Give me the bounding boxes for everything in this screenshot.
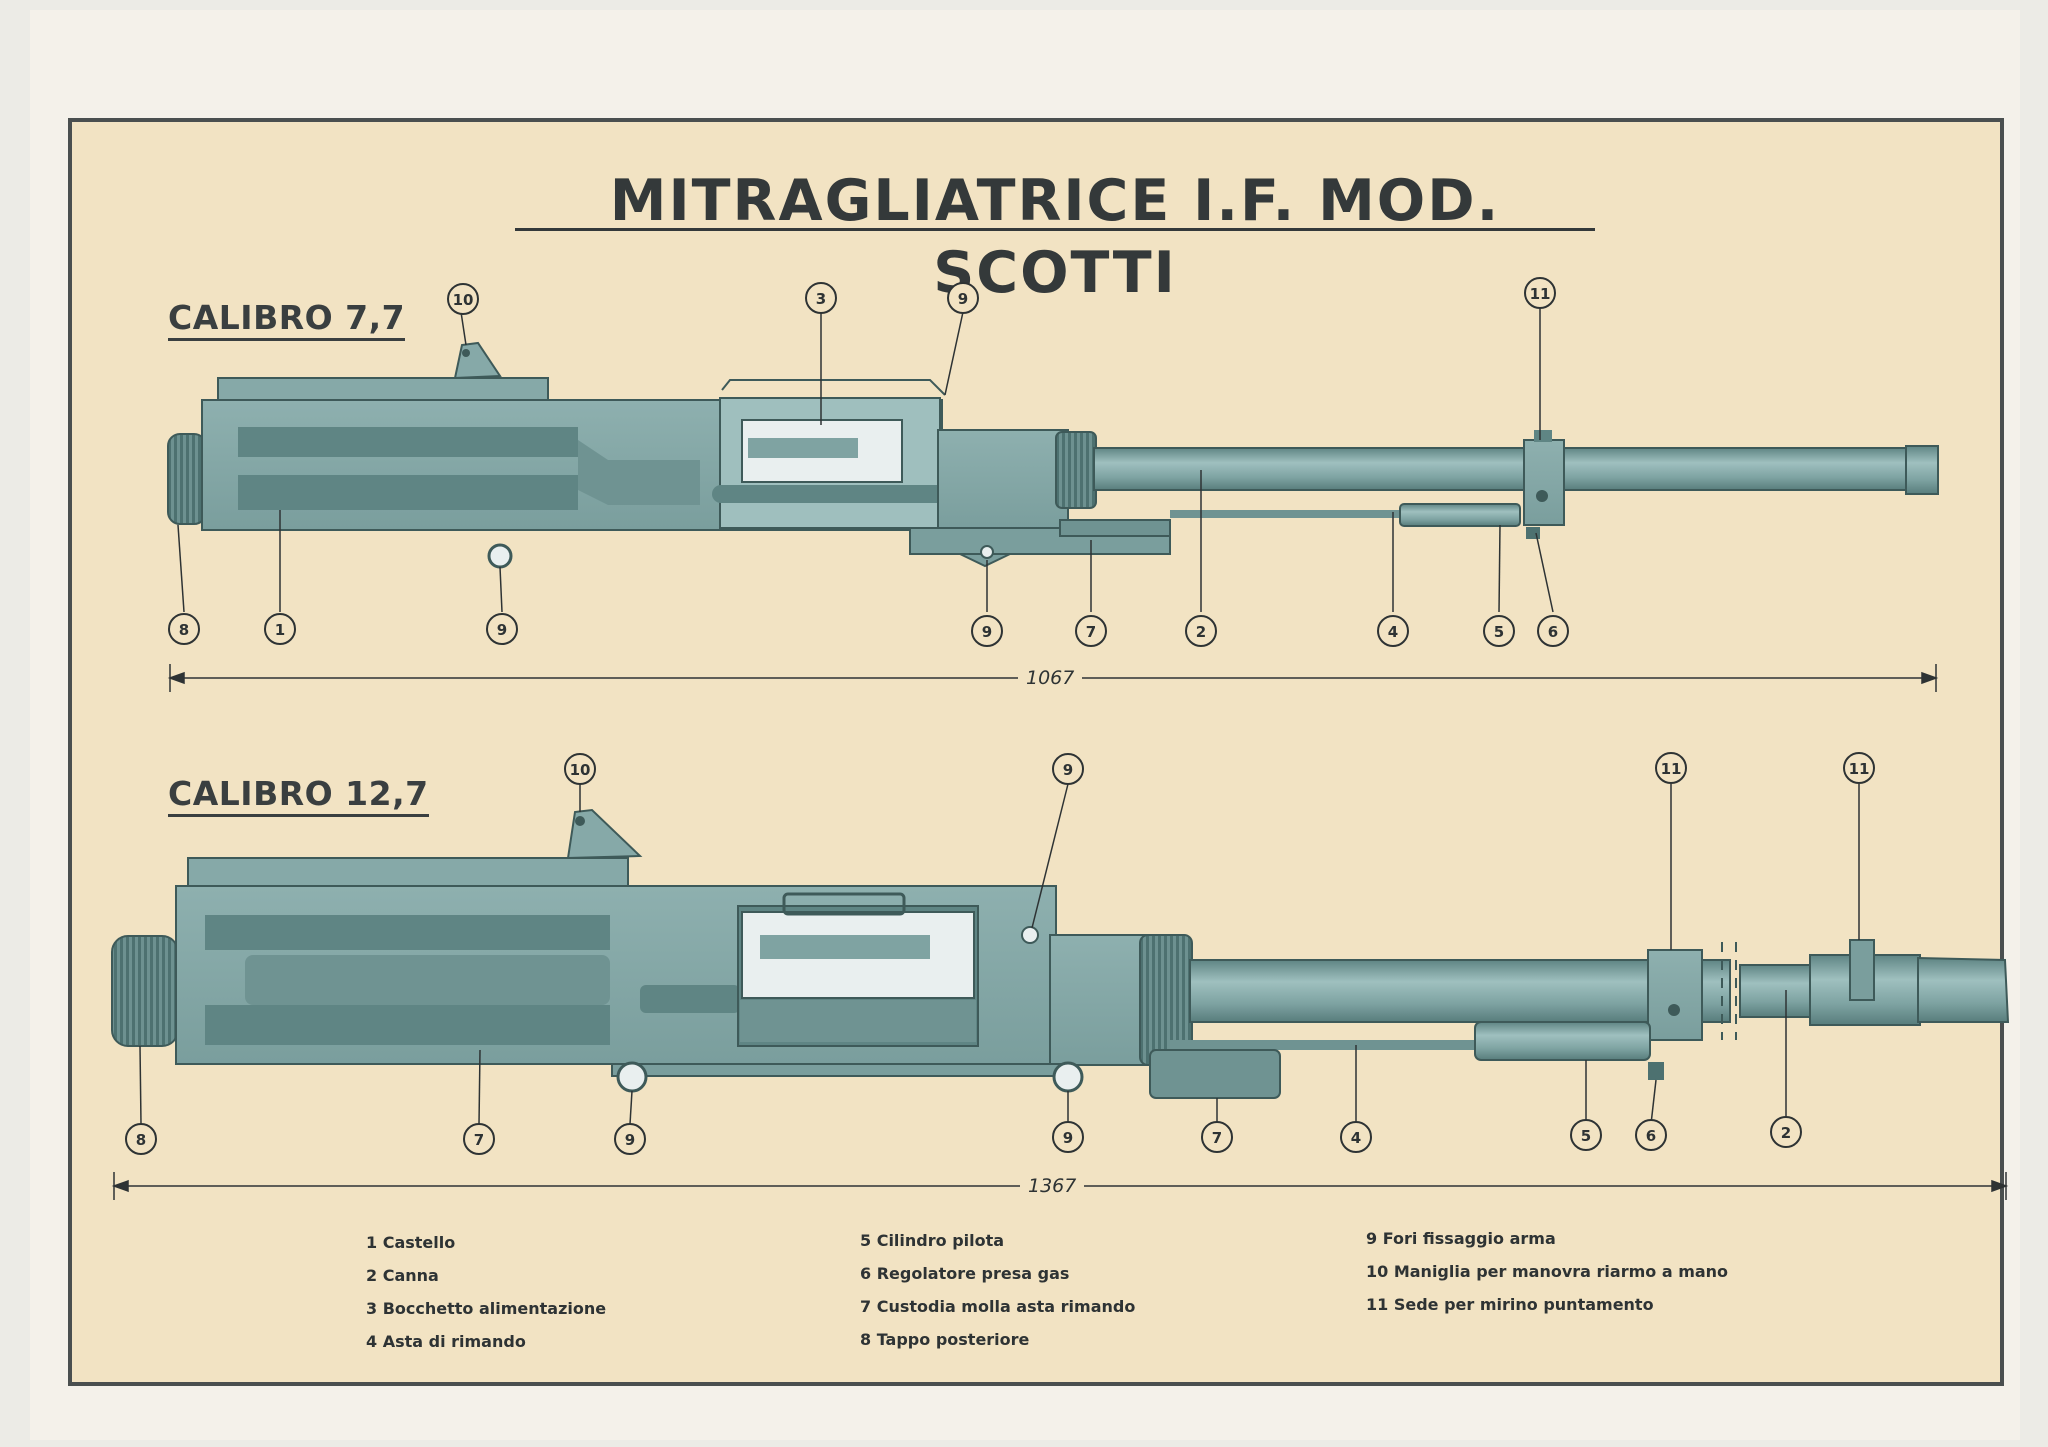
sight-seat-127a (1647, 949, 1703, 1041)
callout-127-2: 2 (1781, 1124, 1791, 1142)
legend-item: 7 Custodia molla asta rimando (860, 1297, 1136, 1316)
legend-column-3: 9 Fori fissaggio arma 10 Maniglia per ma… (1366, 1222, 1728, 1321)
barrel-127 (1189, 959, 1731, 1023)
legend-item: 5 Cilindro pilota (860, 1231, 1005, 1250)
callout-77-1: 1 (275, 621, 285, 639)
callout-127-9b: 9 (625, 1131, 635, 1149)
title-underline (515, 228, 1595, 231)
dimension-label-127: 1367 (1020, 1175, 1085, 1197)
section-label-cal127: CALIBRO 12,7 (168, 774, 429, 817)
legend-item: 10 Maniglia per manovra riarmo a mano (1366, 1262, 1729, 1281)
gun-cal77 (167, 341, 1939, 569)
gas-cylinder-77 (1399, 503, 1521, 527)
gas-cylinder-127 (1474, 1021, 1651, 1061)
callout-127-10: 10 (570, 761, 591, 779)
callout-77-9b: 9 (497, 621, 507, 639)
callout-77-10: 10 (453, 291, 474, 309)
cocking-handle-127 (566, 808, 643, 860)
legend-item: 3 Bocchetto alimentazione (366, 1299, 607, 1318)
callout-77-4: 4 (1388, 623, 1398, 641)
sight-seat-127b (1849, 939, 1875, 1001)
callout-77-9a: 9 (958, 290, 968, 308)
dimension-label-77: 1067 (1018, 667, 1083, 689)
callout-127-9a: 9 (1063, 761, 1073, 779)
barrel-77 (1093, 447, 1907, 491)
legend-item: 9 Fori fissaggio arma (1366, 1229, 1556, 1248)
rear-cap-127 (111, 935, 179, 1047)
section-label-cal77: CALIBRO 7,7 (168, 298, 406, 341)
callout-127-11a: 11 (1661, 760, 1682, 778)
callout-127-7a: 7 (474, 1131, 484, 1149)
callout-127-8: 8 (136, 1131, 146, 1149)
legend-item: 8 Tappo posteriore (860, 1330, 1030, 1349)
callout-127-9c: 9 (1063, 1129, 1073, 1147)
diagram-plate (68, 118, 2004, 1386)
callout-77-5: 5 (1494, 623, 1504, 641)
callout-127-6: 6 (1646, 1127, 1656, 1145)
callout-77-3: 3 (816, 290, 826, 308)
legend-item: 1 Castello (366, 1233, 456, 1252)
callout-77-8: 8 (179, 621, 189, 639)
legend-item: 4 Asta di rimando (366, 1332, 526, 1351)
leaders-127 (139, 783, 1860, 1125)
callout-77-2: 2 (1196, 623, 1206, 641)
legend-item: 2 Canna (366, 1266, 439, 1285)
callout-77-7: 7 (1086, 623, 1096, 641)
callouts-127: 10 9 11 11 8 7 9 9 7 4 5 6 2 (125, 752, 1875, 1155)
callout-127-11b: 11 (1849, 760, 1870, 778)
leaders-77 (177, 308, 1554, 613)
callout-127-4: 4 (1351, 1129, 1361, 1147)
muzzle-brake-127 (1917, 956, 2010, 1023)
barrel-nut-77 (1055, 431, 1097, 509)
callouts-77: 10 3 9 11 8 1 9 9 7 2 4 5 6 (168, 277, 1569, 647)
callout-77-11: 11 (1530, 285, 1551, 303)
legend-item: 11 Sede per mirino puntamento (1366, 1295, 1654, 1314)
cocking-handle-77 (453, 341, 502, 380)
callout-127-7b: 7 (1212, 1129, 1222, 1147)
sight-seat-77 (1523, 439, 1565, 526)
legend-item: 6 Regolatore presa gas (860, 1264, 1070, 1283)
legend-column-1: 1 Castello 2 Canna 3 Bocchetto alimentaz… (366, 1226, 606, 1358)
callout-77-6: 6 (1548, 623, 1558, 641)
callout-127-5: 5 (1581, 1127, 1591, 1145)
rear-cap-77 (167, 433, 207, 525)
callout-77-9c: 9 (982, 623, 992, 641)
gun-cal127 (111, 808, 2010, 1099)
legend-column-2: 5 Cilindro pilota 6 Regolatore presa gas… (860, 1224, 1135, 1356)
